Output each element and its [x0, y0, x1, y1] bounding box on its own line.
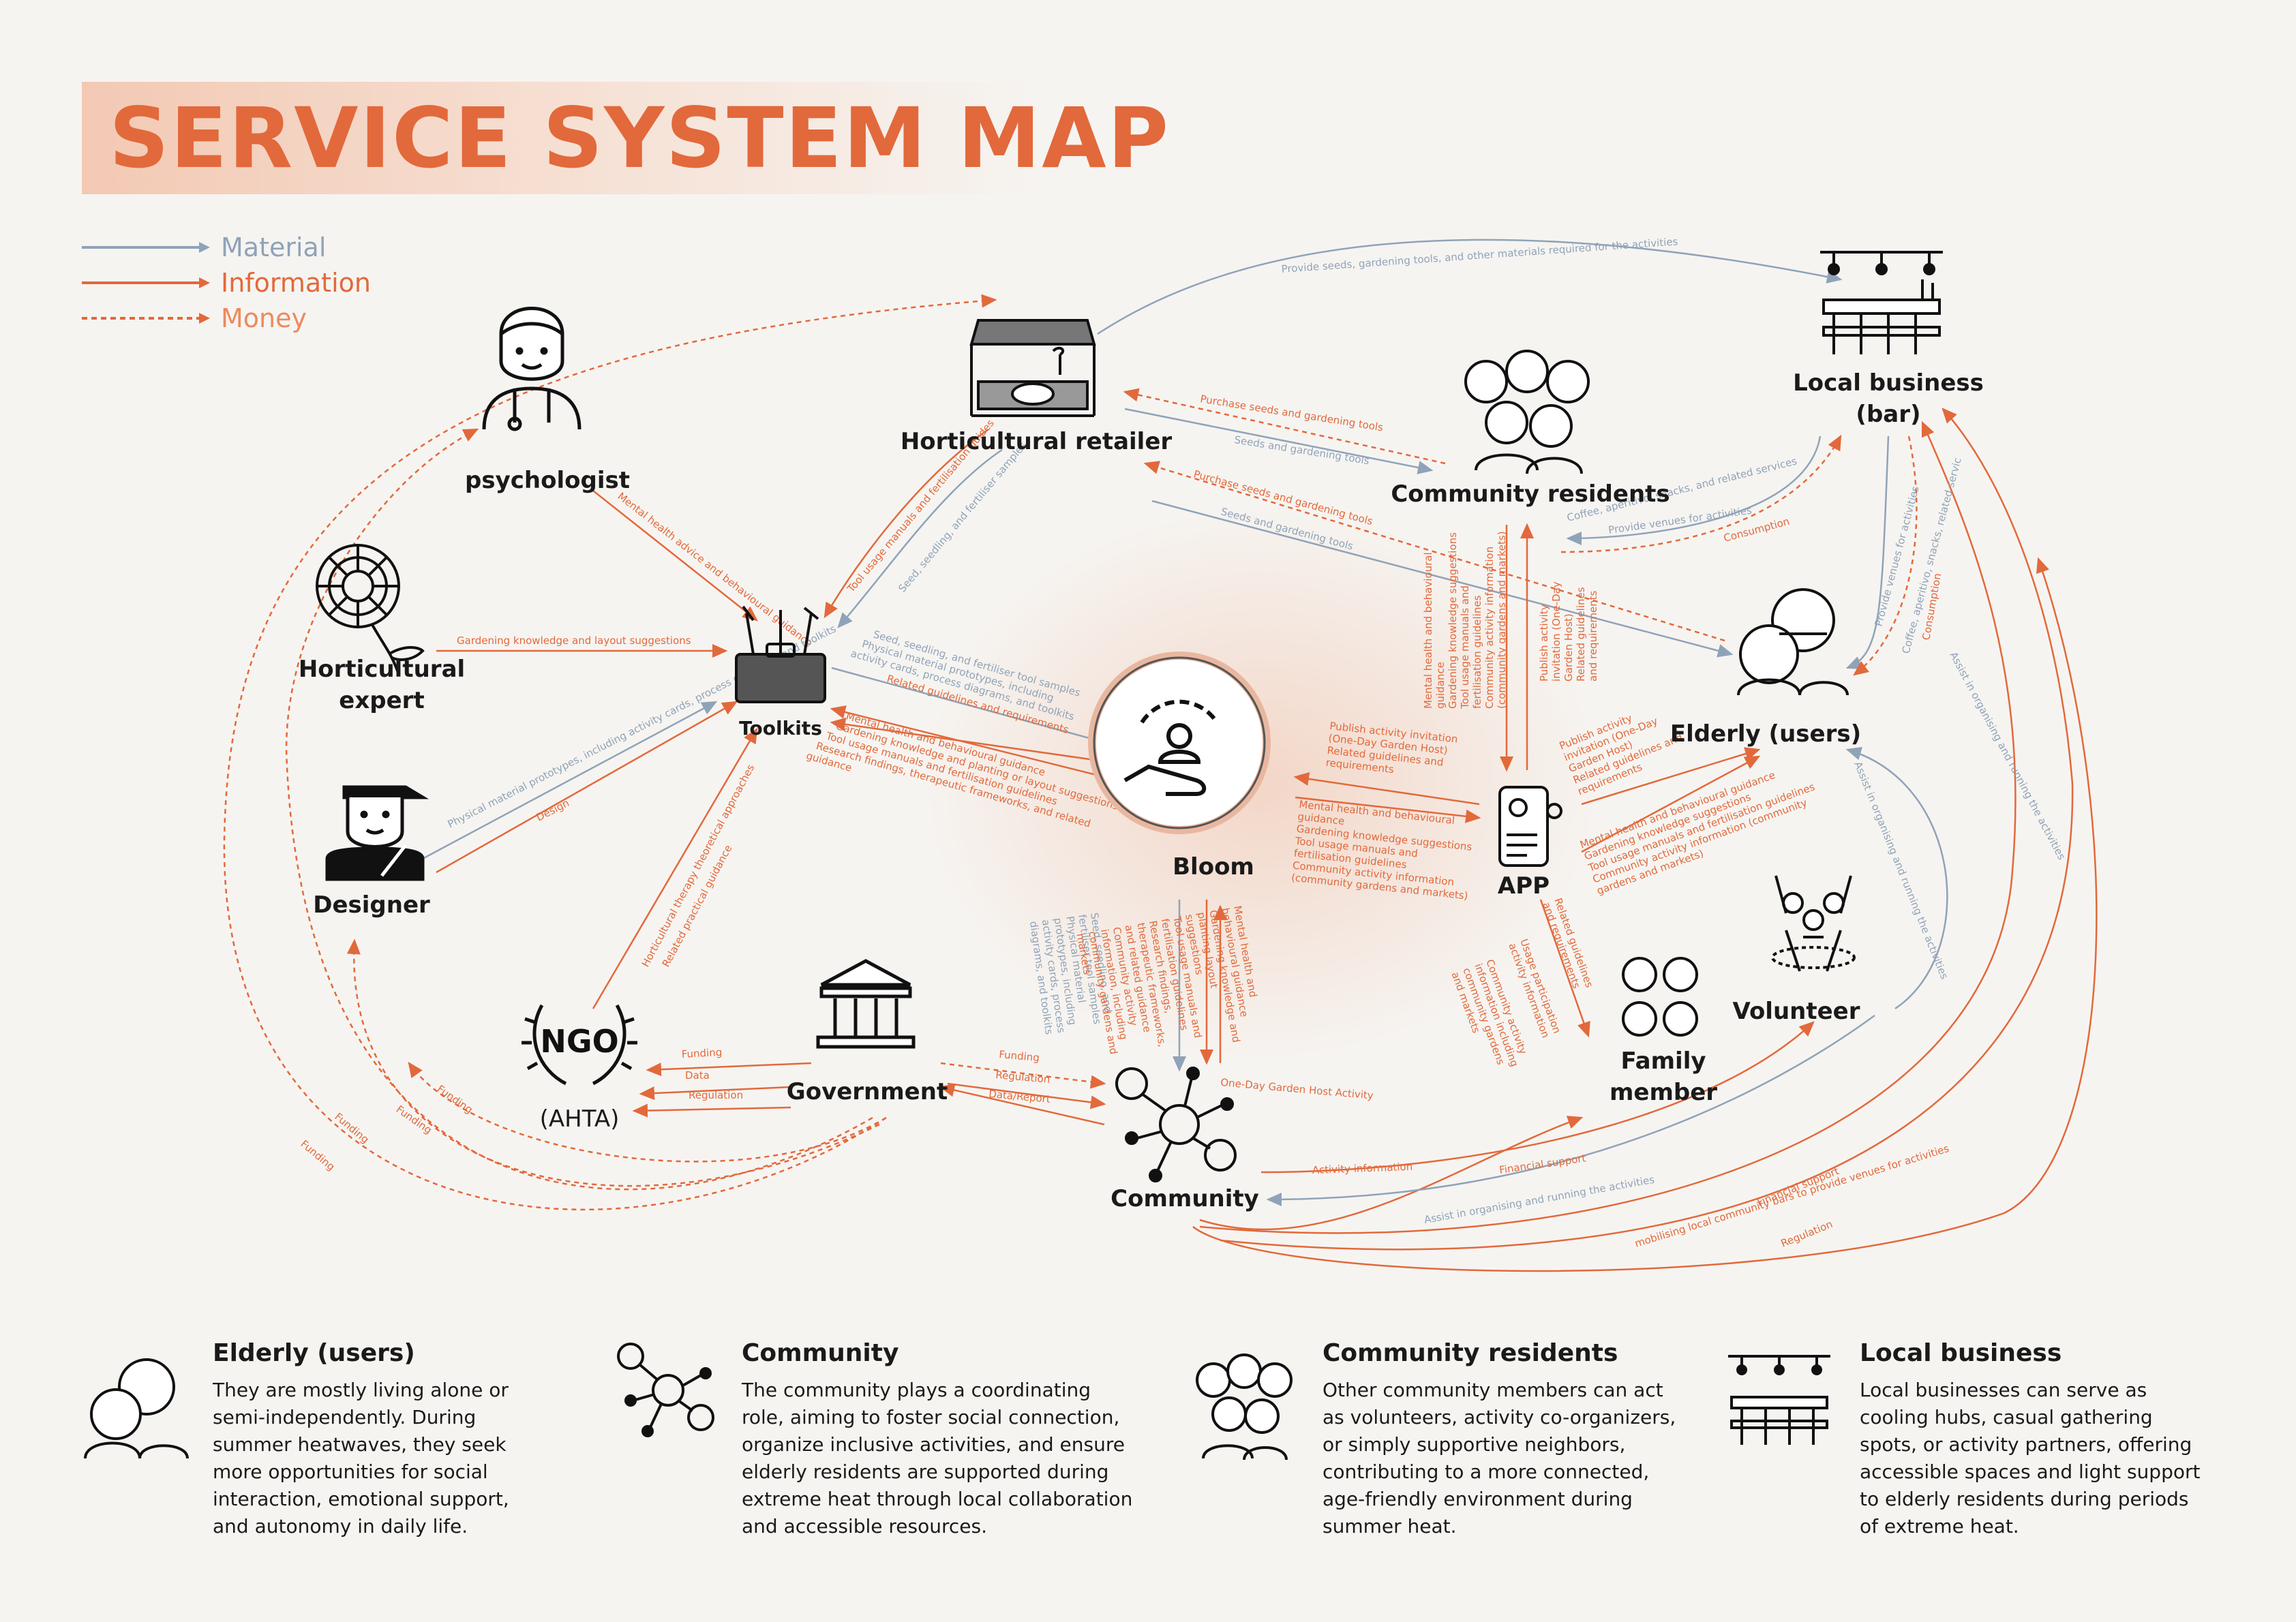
flow-purchase-1: Purchase seeds and gardening tools [1199, 393, 1384, 433]
ngo-laurel-icon: NGO [522, 1005, 637, 1084]
flow-gov-comm-funding: Funding [999, 1048, 1040, 1064]
node-label-government: Government [787, 1077, 948, 1108]
card-title-community-residents: Community residents [1323, 1339, 1618, 1367]
flow-toolkits-bloom-info: Mental health and behavioural guidance G… [805, 703, 1126, 849]
line: Publish activity [1538, 604, 1550, 682]
flow-gov-comm-regulation: Regulation [995, 1069, 1051, 1086]
card-title-elderly: Elderly (users) [213, 1339, 415, 1367]
bar-icon [1820, 252, 1943, 354]
flow-comm-regulation-bar: Regulation [1779, 1218, 1834, 1250]
flow-toolkits-bloom-mat: Seed, seedling, and fertiliser tool samp… [849, 624, 1085, 724]
flow-app-bloom: Publish activity invitation (One-Day Gar… [1325, 720, 1462, 782]
node-label-community-residents: Community residents [1391, 479, 1670, 510]
line: Community activity information [1483, 547, 1496, 709]
toolkit-icon [736, 607, 825, 702]
community-residents-icon [1466, 351, 1588, 474]
card-title-local-business: Local business [1860, 1339, 2061, 1367]
elderly-icon [85, 1360, 187, 1458]
government-building-icon [818, 961, 913, 1047]
psychologist-icon [484, 309, 579, 430]
bloom-logo-icon [1092, 656, 1267, 830]
elderly-icon [1738, 590, 1847, 695]
flow-designer-toolkits-info: Design [534, 797, 571, 824]
node-label-local-business: Local business (bar) [1793, 368, 1984, 431]
node-label-community: Community [1111, 1184, 1259, 1215]
node-label-volunteer: Volunteer [1732, 996, 1860, 1028]
flow-gov-comm-data: Data/Report [988, 1088, 1051, 1105]
node-label-family-member: Family member [1610, 1046, 1717, 1109]
flow-seeds-1: Seeds and gardening tools [1233, 433, 1370, 467]
line: fertilisation guidelines [1471, 595, 1483, 709]
flow-gov-ngo-regulation: Regulation [689, 1089, 743, 1101]
line: Related guidelines [1575, 587, 1587, 682]
flow-consumption-res: Consumption [1722, 515, 1791, 545]
flow-ngo-toolkits-1: Horticultural therapy theoretical approa… [639, 762, 757, 968]
flow-comm-activity-info: Activity information [1312, 1161, 1413, 1176]
flow-expert-toolkits: Gardening knowledge and layout suggestio… [457, 634, 691, 647]
line: invitation (One-Day [1550, 581, 1562, 682]
node-label-psychologist: psychologist [465, 465, 630, 497]
card-text-elderly: They are mostly living alone or semi-ind… [213, 1377, 533, 1540]
community-residents-icon [1197, 1355, 1291, 1460]
line: Gardening knowledge suggestions [1447, 532, 1459, 709]
community-network-icon [1117, 1068, 1235, 1181]
line: guidance [1434, 662, 1447, 709]
node-label-designer: Designer [313, 890, 430, 921]
line: (community gardens and markets) [1496, 531, 1508, 709]
flow-gov-funding-1: Funding [435, 1083, 475, 1116]
line: and requirements [1587, 590, 1599, 682]
ngo-badge: NGO [540, 1023, 618, 1060]
flow-bar-assist: Assist in organising and running the act… [1947, 649, 2068, 861]
flow-gov-funding-4: Funding [298, 1137, 337, 1173]
flow-comm-bloom: One-Day Garden Host Activity [1220, 1076, 1374, 1102]
flow-comm-financial: Financial support [1498, 1152, 1586, 1176]
node-label-toolkits: Toolkits [739, 716, 822, 741]
flow-app-family-a: Related guidelines and requirements [1540, 896, 1597, 996]
node-label-horticultural-expert: Horticultural expert [299, 654, 465, 717]
app-phone-icon [1500, 787, 1561, 866]
flow-volunteer-assist: Assist in organising and running the act… [1852, 760, 1950, 981]
flow-psych-toolkits: Mental health advice and behavioural gui… [616, 490, 815, 649]
family-icon [1623, 958, 1697, 1035]
node-label-horticultural-retailer: Horticultural retailer [901, 427, 1172, 458]
community-icon [618, 1344, 713, 1436]
node-label-ngo: (AHTA) [540, 1104, 620, 1135]
flow-res-app: Mental health and behavioural guidance G… [1422, 529, 1508, 709]
volunteer-icon [1772, 876, 1854, 971]
flow-gov-ngo-funding: Funding [681, 1046, 722, 1060]
flow-bloom-app: Mental health and behavioural guidance G… [1290, 798, 1478, 902]
flow-gov-ngo-data: Data [685, 1069, 710, 1082]
line: Mental health and behavioural [1422, 552, 1434, 709]
flow-gov-funding-3: Funding [332, 1110, 371, 1146]
node-label-bloom: Bloom [1173, 852, 1254, 883]
flow-bloom-comm-info: Mental health and behavioural guidance G… [1074, 904, 1267, 1071]
card-title-community: Community [742, 1339, 898, 1367]
card-text-community: The community plays a coordinating role,… [742, 1377, 1137, 1540]
node-label-app: APP [1498, 871, 1550, 902]
line: Tool usage manuals and [1459, 585, 1471, 709]
line: Garden Host) [1562, 613, 1575, 682]
card-text-local-business: Local businesses can serve as cooling hu… [1860, 1377, 2201, 1540]
node-label-elderly: Elderly (users) [1670, 719, 1861, 750]
flow-retailer-bar: Provide seeds, gardening tools, and othe… [1281, 235, 1678, 275]
designer-icon [327, 787, 423, 879]
local-business-icon [1728, 1356, 1830, 1445]
market-stall-icon [971, 320, 1094, 416]
card-text-community-residents: Other community members can act as volun… [1323, 1377, 1677, 1540]
